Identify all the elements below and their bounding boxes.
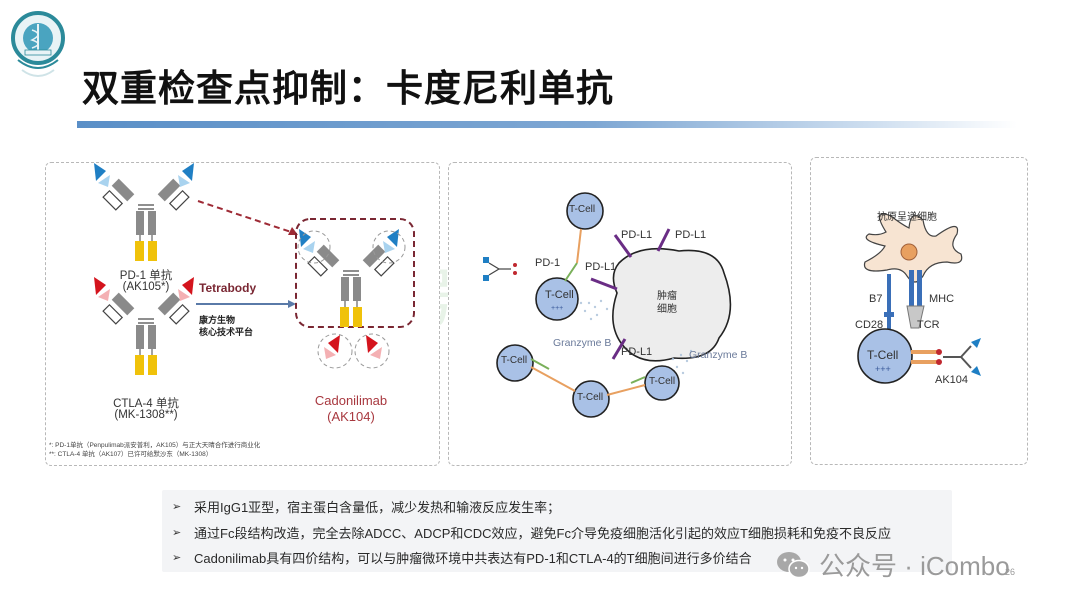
pd1-antibody-label: PD-1 单抗 — [119, 270, 173, 282]
pdl1-label: PD-L1 — [585, 261, 617, 273]
b7-label: B7 — [869, 293, 883, 305]
mhc-label: MHC — [929, 293, 955, 305]
title-underline — [77, 121, 1017, 128]
granzyme-label: Granzyme B — [553, 337, 612, 349]
platform-label-line1: 康方生物 — [199, 315, 236, 325]
tcell-sub: +++ — [875, 364, 891, 374]
tumor-label-line1: 肿瘤 — [657, 291, 677, 302]
pdl1-label: PD-L1 — [621, 229, 653, 241]
apc-tcell-diagram — [857, 213, 981, 384]
page-title: 双重检查点抑制：卡度尼利单抗 — [82, 67, 614, 110]
tetrabody-label: Tetrabody — [199, 281, 257, 295]
ak104-label: AK104 — [935, 374, 969, 386]
arrow-bullet-icon: ➢ — [172, 501, 182, 513]
tcr-label: TCR — [917, 319, 940, 331]
pd1-antibody-code: (AK105*) — [122, 281, 170, 293]
ctla4-antibody-code: (MK-1308**) — [114, 409, 178, 421]
bullet-item: ➢ Cadonilimab具有四价结构，可以与肿瘤微环境中共表达有PD-1和CT… — [172, 551, 752, 566]
ctla4-antibody-label: CTLA-4 单抗 — [113, 398, 179, 410]
antibody-diagram — [94, 163, 415, 376]
tcell-label: T-Cell — [569, 204, 596, 215]
cadonilimab-name: Cadonilimab — [314, 393, 388, 408]
tcell-sub: +++ — [551, 305, 564, 312]
apc-label: 抗原呈递细胞 — [877, 212, 937, 223]
tumor-microenvironment-panel: T-Cell T-Cell +++ T-Cell T-Cell T-Cell 肿… — [448, 162, 792, 466]
tumor-tcell-diagram — [483, 192, 732, 418]
hospital-logo — [11, 11, 65, 77]
key-points-box: ➢ 采用IgG1亚型，宿主蛋白含量低，减少发热和输液反应发生率； ➢ 通过Fc段… — [162, 490, 952, 572]
bullet-item: ➢ 通过Fc段结构改造，完全去除ADCC、ADCP和CDC效应，避免Fc介导免疫… — [172, 526, 891, 541]
arrow-bullet-icon: ➢ — [172, 552, 182, 564]
apc-activation-panel: 抗原呈递细胞 B7 MHC CD28 TCR T-Cell +++ AK104 — [810, 157, 1028, 465]
platform-label-line2: 核心技术平台 — [199, 327, 254, 337]
bullet-item: ➢ 采用IgG1亚型，宿主蛋白含量低，减少发热和输液反应发生率； — [172, 500, 561, 515]
tcell-label: T-Cell — [577, 392, 604, 403]
footnote-ctla4: **: CTLA-4 单抗（AK107）已许可给默沙东（MK-1308） — [49, 451, 213, 458]
footnote-pd1: *: PD-1单抗（Penpulimab派安普利，AK105）与正大天晴合作进行… — [49, 442, 261, 449]
pdl1-label: PD-L1 — [675, 229, 707, 241]
pdl1-label: PD-L1 — [621, 346, 653, 358]
pd1-label: PD-1 — [535, 257, 561, 269]
arrow-bullet-icon: ➢ — [172, 527, 182, 539]
tcell-label: T-Cell — [545, 289, 574, 301]
cadonilimab-code: (AK104) — [327, 409, 375, 424]
tcell-label: T-Cell — [649, 376, 676, 387]
page-number: 26 — [1005, 567, 1016, 577]
granzyme-label: Granzyme B — [689, 349, 748, 361]
cd28-label: CD28 — [855, 319, 884, 331]
tcell-label: T-Cell — [867, 348, 899, 362]
tumor-label-line2: 细胞 — [657, 304, 677, 315]
antibody-structure-panel: PD-1 单抗 (AK105*) CTLA-4 单抗 (MK-1308**) T… — [45, 162, 440, 466]
wechat-watermark: 公众号 · iCombo — [775, 546, 1010, 583]
wechat-icon — [777, 551, 810, 578]
tcell-label: T-Cell — [501, 355, 528, 366]
